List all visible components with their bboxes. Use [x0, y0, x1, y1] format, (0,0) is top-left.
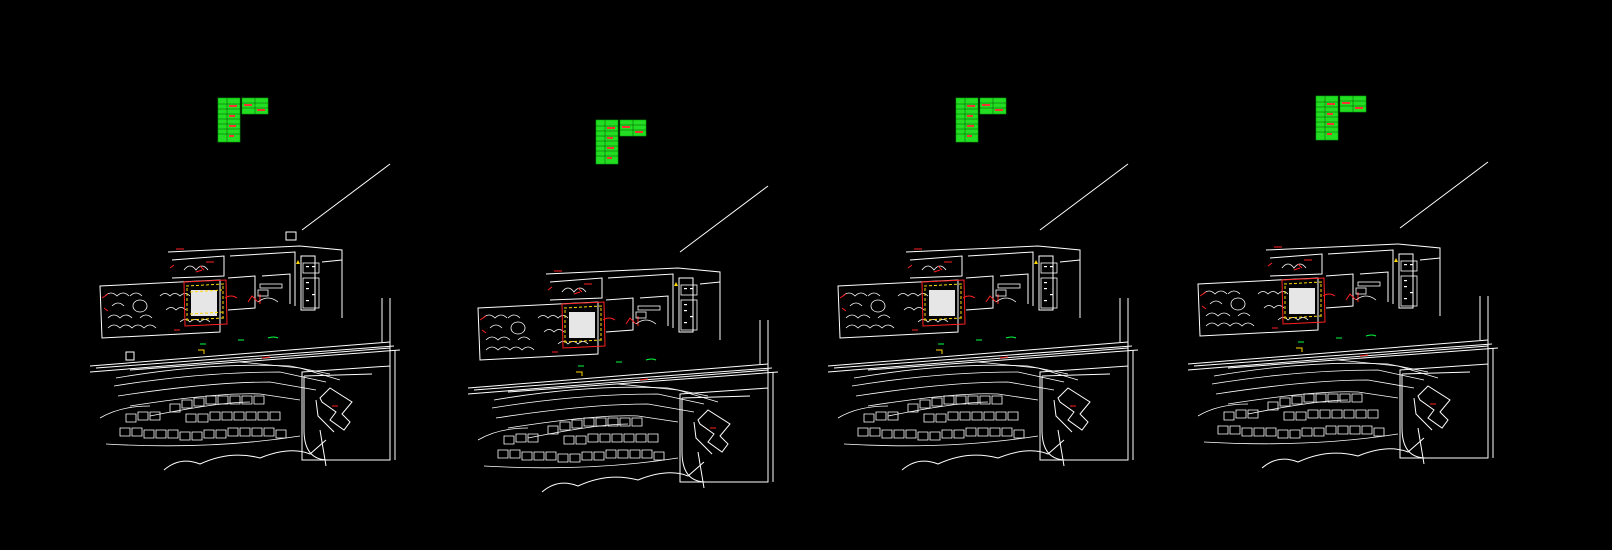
site-plan-sheet-4[interactable]	[1187, 95, 1499, 469]
site-plan-sheet-2[interactable]	[467, 119, 779, 493]
site-plan-sheet-3[interactable]	[827, 97, 1139, 471]
site-plan-sheet-1[interactable]	[89, 97, 401, 471]
